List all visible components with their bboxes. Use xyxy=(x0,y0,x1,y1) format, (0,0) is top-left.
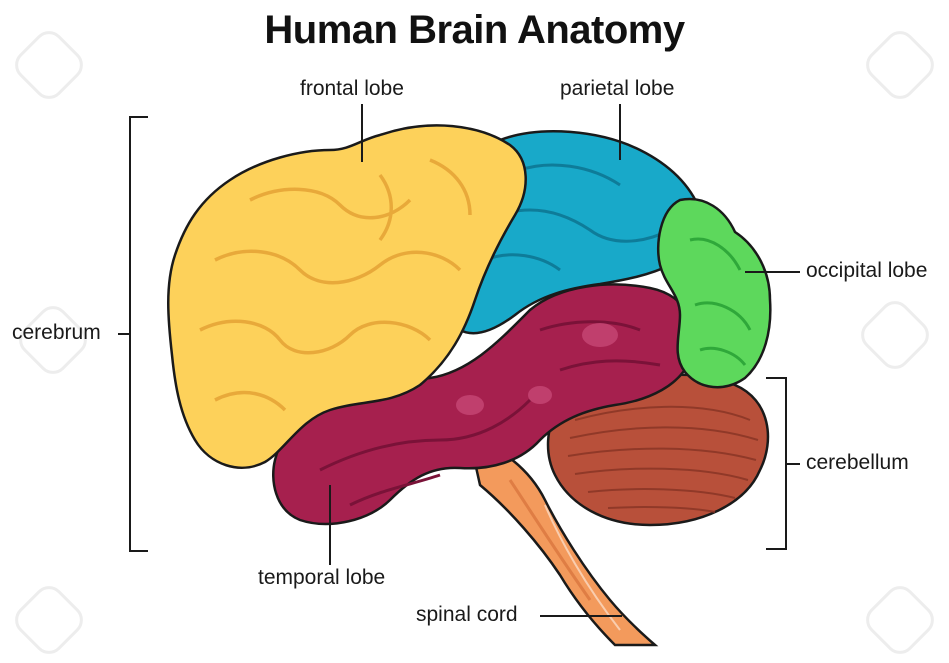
label-frontal-lobe: frontal lobe xyxy=(300,77,404,101)
label-cerebrum: cerebrum xyxy=(12,321,101,345)
label-temporal-lobe: temporal lobe xyxy=(258,566,385,590)
label-spinal-cord: spinal cord xyxy=(416,603,518,627)
label-cerebellum: cerebellum xyxy=(806,451,909,475)
label-occipital-lobe: occipital lobe xyxy=(806,259,927,283)
label-parietal-lobe: parietal lobe xyxy=(560,77,674,101)
